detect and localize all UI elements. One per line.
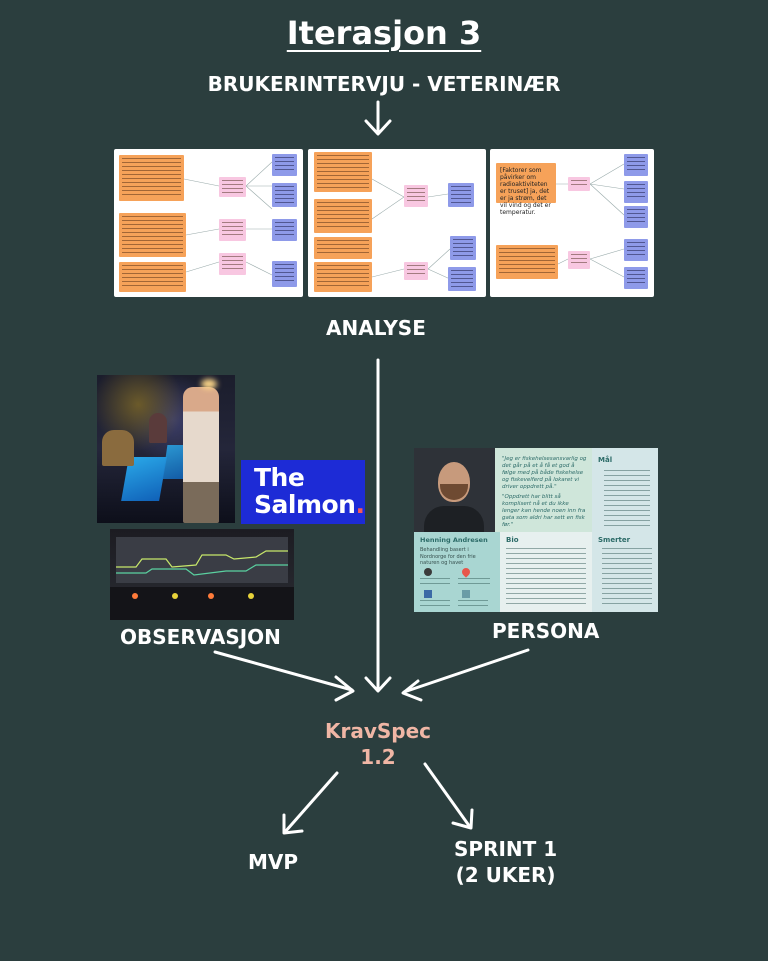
info-icon bbox=[462, 590, 470, 598]
work-icon bbox=[424, 590, 432, 598]
board2-note-orange bbox=[314, 199, 372, 233]
ceiling-light bbox=[201, 379, 217, 389]
status-light-icon bbox=[208, 593, 214, 599]
board3-note-pink bbox=[568, 177, 590, 191]
persona-quotes: "Jeg er fiskehelsesansvarlig og det går … bbox=[495, 448, 592, 532]
board1-note-blue bbox=[272, 183, 297, 207]
board1-note-orange bbox=[119, 155, 184, 201]
step-mvp-label: MVP bbox=[248, 850, 299, 874]
board2-note-orange bbox=[314, 237, 372, 259]
status-light-icon bbox=[248, 593, 254, 599]
board2-note-blue bbox=[448, 267, 476, 291]
board1-note-blue bbox=[272, 154, 297, 176]
visitor-figure bbox=[149, 413, 167, 443]
persona-pains-text bbox=[602, 548, 652, 604]
persona-name: Henning Andresen bbox=[420, 536, 488, 544]
board3-main-note: [Faktorer som påvirker om radioaktivitet… bbox=[496, 163, 556, 216]
board1-connectors bbox=[183, 161, 273, 276]
logo-word: Salmon bbox=[254, 490, 356, 519]
board1-note-blue bbox=[272, 261, 297, 287]
analysis-board-3: [Faktorer som påvirker om radioaktivitet… bbox=[490, 149, 654, 297]
board3-note-orange bbox=[496, 245, 558, 279]
board1-note-pink bbox=[219, 253, 246, 275]
board2-note-orange bbox=[314, 262, 372, 292]
step-observasjon-label: OBSERVASJON bbox=[120, 625, 281, 649]
persona-bio-text bbox=[506, 548, 586, 608]
board1-note-pink bbox=[219, 219, 246, 241]
board2-note-pink bbox=[404, 262, 428, 280]
status-light-icon bbox=[172, 593, 178, 599]
persona-identity: Henning Andresen Behandling basert i Nor… bbox=[414, 532, 500, 612]
arrow-kravspec-to-mvp bbox=[283, 771, 339, 834]
logo-dot: . bbox=[355, 490, 365, 519]
step-sprint-label: SPRINT 1 (2 UKER) bbox=[454, 836, 557, 888]
board1-note-pink bbox=[219, 177, 246, 197]
monitor-bezel bbox=[110, 587, 294, 620]
persona-beard bbox=[440, 484, 468, 500]
board3-note-blue bbox=[624, 154, 648, 176]
persona-goals-text bbox=[604, 470, 650, 528]
persona-detail-text bbox=[420, 578, 450, 586]
board1-note-orange bbox=[119, 213, 186, 257]
persona-card: "Jeg er fiskehelsesansvarlig og det går … bbox=[414, 448, 658, 612]
board2-note-orange bbox=[314, 152, 372, 192]
step-interview-label: BRUKERINTERVJU - VETERINÆR bbox=[207, 72, 561, 96]
persona-quote-1: "Jeg er fiskehelsesansvarlig og det går … bbox=[502, 456, 587, 490]
persona-shirt bbox=[424, 506, 484, 532]
kravspec-title: KravSpec bbox=[324, 719, 432, 743]
board1-note-orange bbox=[119, 262, 186, 292]
logo-line1: The bbox=[254, 463, 305, 492]
monitor-screen bbox=[116, 537, 288, 583]
sprint-duration: (2 UKER) bbox=[455, 863, 556, 887]
step-analyse-label: ANALYSE bbox=[326, 316, 426, 340]
board2-note-pink bbox=[404, 185, 428, 207]
status-light-icon bbox=[132, 593, 138, 599]
sprint-title: SPRINT 1 bbox=[454, 837, 558, 861]
persona-goals-heading: Mål bbox=[598, 456, 613, 464]
board3-note-blue bbox=[624, 206, 648, 228]
page-title: Iterasjon 3 bbox=[286, 14, 482, 52]
persona-quote-2: "Oppdrett har blitt så komplisert nå et … bbox=[502, 494, 586, 528]
visitor-figure bbox=[183, 387, 219, 523]
monitor-graph bbox=[116, 550, 288, 576]
persona-detail-text bbox=[458, 600, 488, 608]
kravspec-version: 1.2 bbox=[360, 745, 396, 769]
persona-bio: Bio bbox=[500, 532, 592, 612]
board2-note-blue bbox=[448, 183, 474, 207]
board3-main-note-text: [Faktorer som påvirker om radioaktivitet… bbox=[500, 167, 551, 216]
board1-note-blue bbox=[272, 219, 297, 241]
observation-photo-visitors bbox=[97, 375, 235, 523]
persona-pains-heading: Smerter bbox=[598, 536, 631, 544]
board2-note-blue bbox=[450, 236, 476, 260]
board2-connectors bbox=[371, 178, 451, 280]
location-pin-icon bbox=[460, 566, 472, 578]
arrow-persona-to-kravspec bbox=[402, 648, 530, 694]
board3-note-blue bbox=[624, 267, 648, 289]
visitor-figure bbox=[102, 430, 134, 466]
kravspec-node: KravSpec 1.2 bbox=[318, 718, 438, 770]
board3-note-blue bbox=[624, 239, 648, 261]
persona-avatar-icon bbox=[424, 568, 432, 576]
the-salmon-logo: The Salmon. bbox=[241, 460, 365, 524]
step-persona-label: PERSONA bbox=[492, 619, 600, 643]
arrow-kravspec-to-sprint bbox=[423, 762, 472, 829]
persona-photo bbox=[414, 448, 495, 532]
persona-subtitle: Behandling basert i Nordnorge for den fr… bbox=[420, 547, 476, 566]
persona-detail-text bbox=[458, 578, 490, 586]
board3-note-pink bbox=[568, 251, 590, 269]
analysis-board-2 bbox=[308, 149, 486, 297]
persona-bio-heading: Bio bbox=[506, 536, 519, 544]
arrow-observasjon-to-kravspec bbox=[213, 650, 354, 692]
logo-line2: Salmon. bbox=[254, 490, 365, 519]
board3-connectors bbox=[556, 163, 625, 278]
persona-pains: Smerter bbox=[592, 532, 658, 612]
observation-photo-dashboard bbox=[110, 529, 294, 620]
board3-note-blue bbox=[624, 181, 648, 203]
persona-goals: Mål bbox=[592, 448, 658, 532]
analysis-board-1 bbox=[114, 149, 303, 297]
persona-detail-text bbox=[420, 600, 450, 608]
